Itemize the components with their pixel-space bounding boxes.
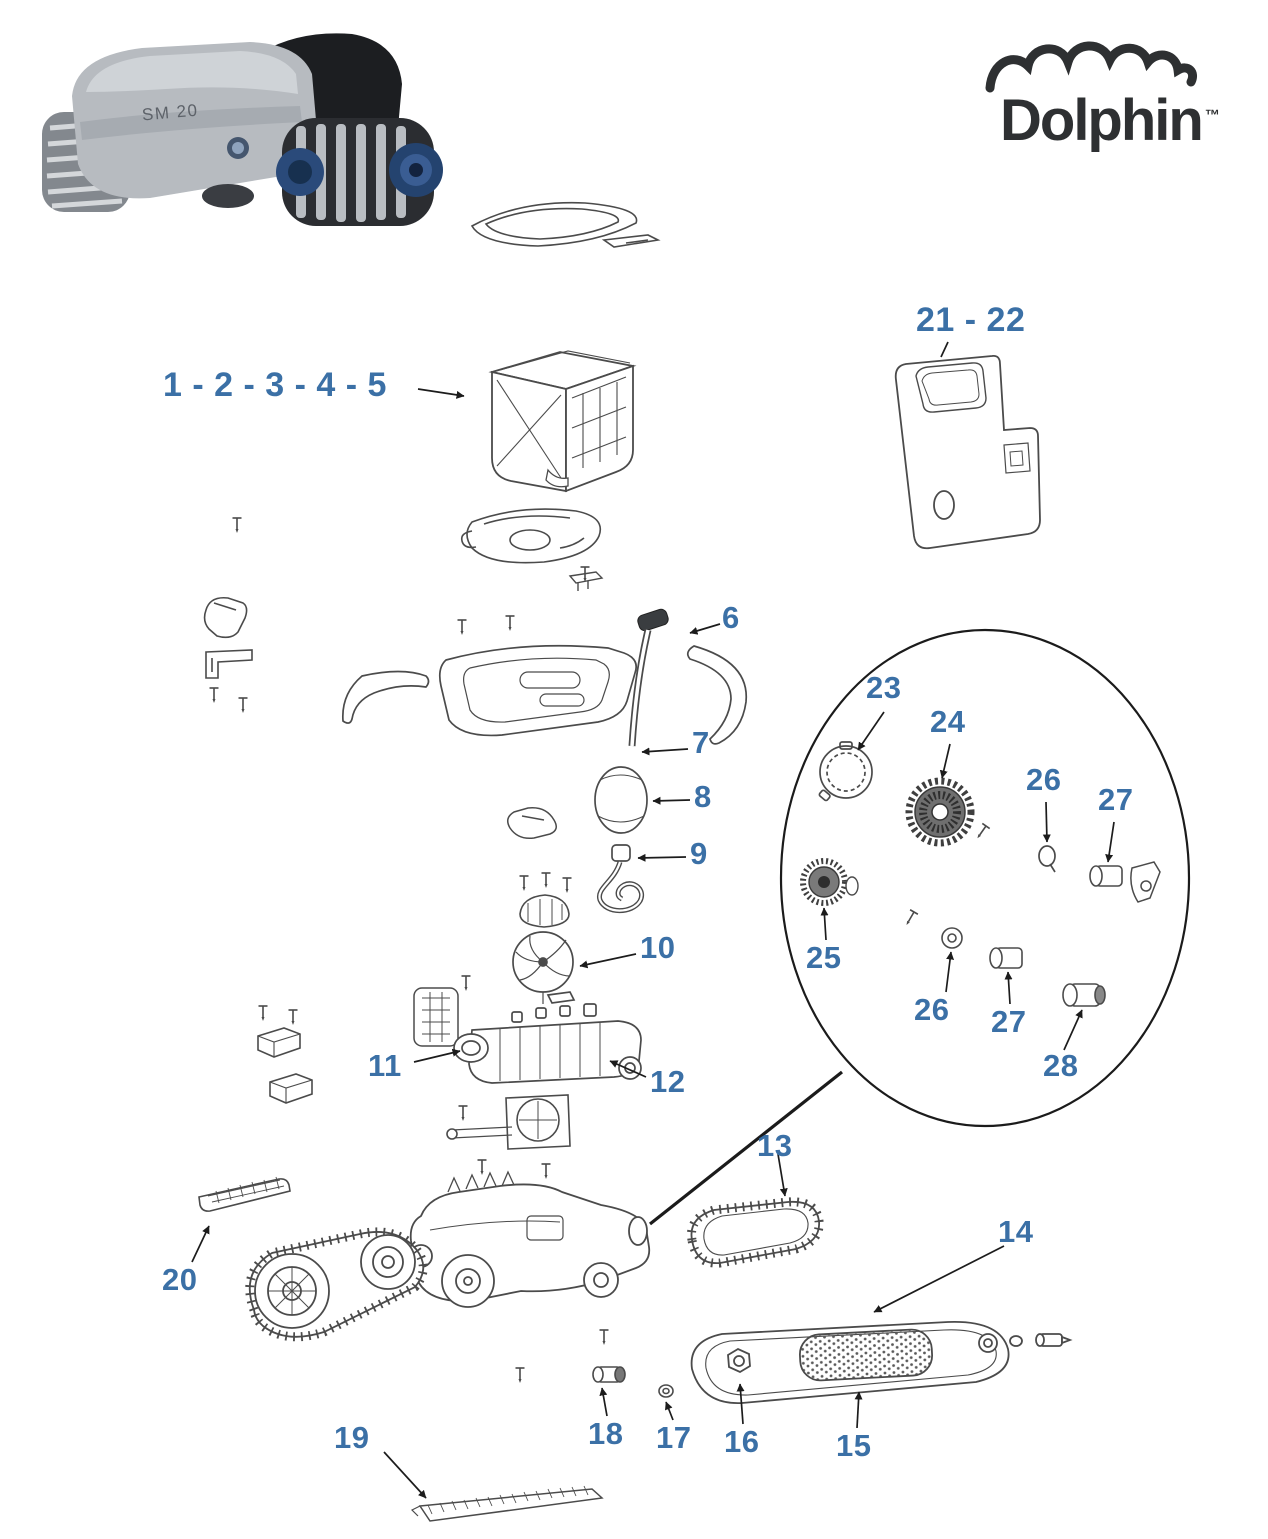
part-filter-insert <box>413 987 459 1047</box>
callout-12: 12 <box>650 1064 686 1099</box>
part-chassis <box>409 1170 651 1308</box>
part-wheel-bracket <box>446 1094 571 1150</box>
part-edge-bracket <box>1130 861 1161 903</box>
callout-24: 24 <box>930 704 966 739</box>
part-side-clip <box>203 596 253 679</box>
callout-7: 7 <box>692 725 710 760</box>
part-cover-tray <box>460 508 601 564</box>
callout-15: 15 <box>836 1428 872 1463</box>
callout-group-21-22: 21 - 22 <box>916 301 1026 339</box>
callout-8: 8 <box>694 779 712 814</box>
callout-28: 28 <box>1043 1048 1079 1083</box>
callout-16: 16 <box>724 1424 760 1459</box>
part-bottom-panel <box>690 1321 1073 1404</box>
callout-17: 17 <box>656 1420 692 1455</box>
part-knurled-roller-25 <box>800 858 859 906</box>
callout-27-upper: 27 <box>1098 782 1134 817</box>
dolphin-logo-text: Dolphin <box>1000 88 1204 153</box>
part-small-ring <box>658 1384 674 1398</box>
callout-26-upper: 26 <box>1026 762 1062 797</box>
brush-roller <box>799 1328 933 1382</box>
part-gear-24 <box>905 777 975 847</box>
part-bottom-rail <box>410 1485 604 1522</box>
part-left-track <box>245 1227 428 1342</box>
part-rope-loop <box>596 861 644 914</box>
callout-19: 19 <box>334 1420 370 1455</box>
inset-leader-line <box>649 1070 843 1226</box>
part-float <box>594 766 648 862</box>
callout-20: 20 <box>162 1262 198 1297</box>
callout-group-1-5: 1 - 2 - 3 - 4 - 5 <box>163 366 387 404</box>
callout-6: 6 <box>722 600 740 635</box>
callout-11: 11 <box>368 1048 402 1083</box>
callout-26-lower: 26 <box>914 992 950 1027</box>
callout-13: 13 <box>757 1128 793 1163</box>
callout-23: 23 <box>866 670 902 705</box>
part-washer-26-lower <box>941 927 963 949</box>
part-top-lid <box>470 201 661 248</box>
part-clip-26-upper <box>1038 845 1056 873</box>
callout-9: 9 <box>690 836 708 871</box>
part-motor-unit <box>453 991 642 1084</box>
part-cable-connector <box>628 608 669 747</box>
part-disc-23 <box>818 741 873 802</box>
part-handle-cover <box>342 644 748 745</box>
part-hinge <box>568 571 604 591</box>
callout-25: 25 <box>806 940 842 975</box>
part-cylinder-28 <box>1062 983 1106 1007</box>
callout-27-lower: 27 <box>991 1004 1027 1039</box>
part-step-brackets <box>257 1027 313 1104</box>
detail-inset <box>649 628 1191 1226</box>
part-small-bracket <box>507 807 557 840</box>
part-bushing-27-upper <box>1089 865 1123 887</box>
part-end-cylinder <box>592 1366 626 1383</box>
part-right-track <box>686 1197 824 1268</box>
part-side-rail <box>198 1176 291 1212</box>
callout-10: 10 <box>640 930 676 965</box>
part-cap <box>519 894 570 928</box>
callout-18: 18 <box>588 1416 624 1451</box>
dolphin-logo-wave-icon <box>985 41 1197 93</box>
trademark-symbol: ™ <box>1204 106 1220 124</box>
part-filter-basket <box>488 350 637 493</box>
product-photo <box>42 33 443 226</box>
part-impeller <box>512 931 574 1004</box>
callout-14: 14 <box>998 1214 1034 1249</box>
part-bushing-27-lower <box>989 947 1023 969</box>
part-filter-panel <box>894 355 1041 550</box>
leader-lines <box>191 341 1115 1499</box>
